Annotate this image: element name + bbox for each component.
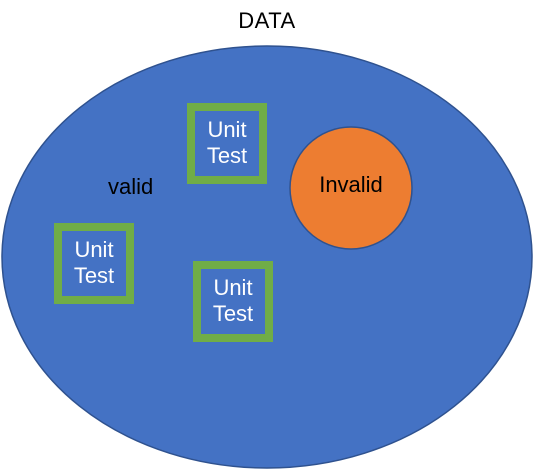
valid-label: valid [108,174,154,199]
invalid-label: Invalid [319,172,383,197]
unit-test-line2: Test [212,301,254,326]
unit-test-box [54,223,134,304]
unit-test-line1: Unit [213,275,253,300]
unit-test-box [187,103,267,184]
unit-test-line2: Test [206,143,248,168]
unit-test-label: Unit Test [58,227,130,299]
unit-test-line2: Test [73,263,115,288]
unit-test-label: Unit Test [197,265,269,337]
unit-test-line1: Unit [74,237,114,262]
invalid-region [289,126,413,250]
diagram-title: DATA [238,8,296,33]
unit-test-line1: Unit [207,117,247,142]
unit-test-box [193,261,273,342]
unit-test-label: Unit Test [191,107,263,179]
